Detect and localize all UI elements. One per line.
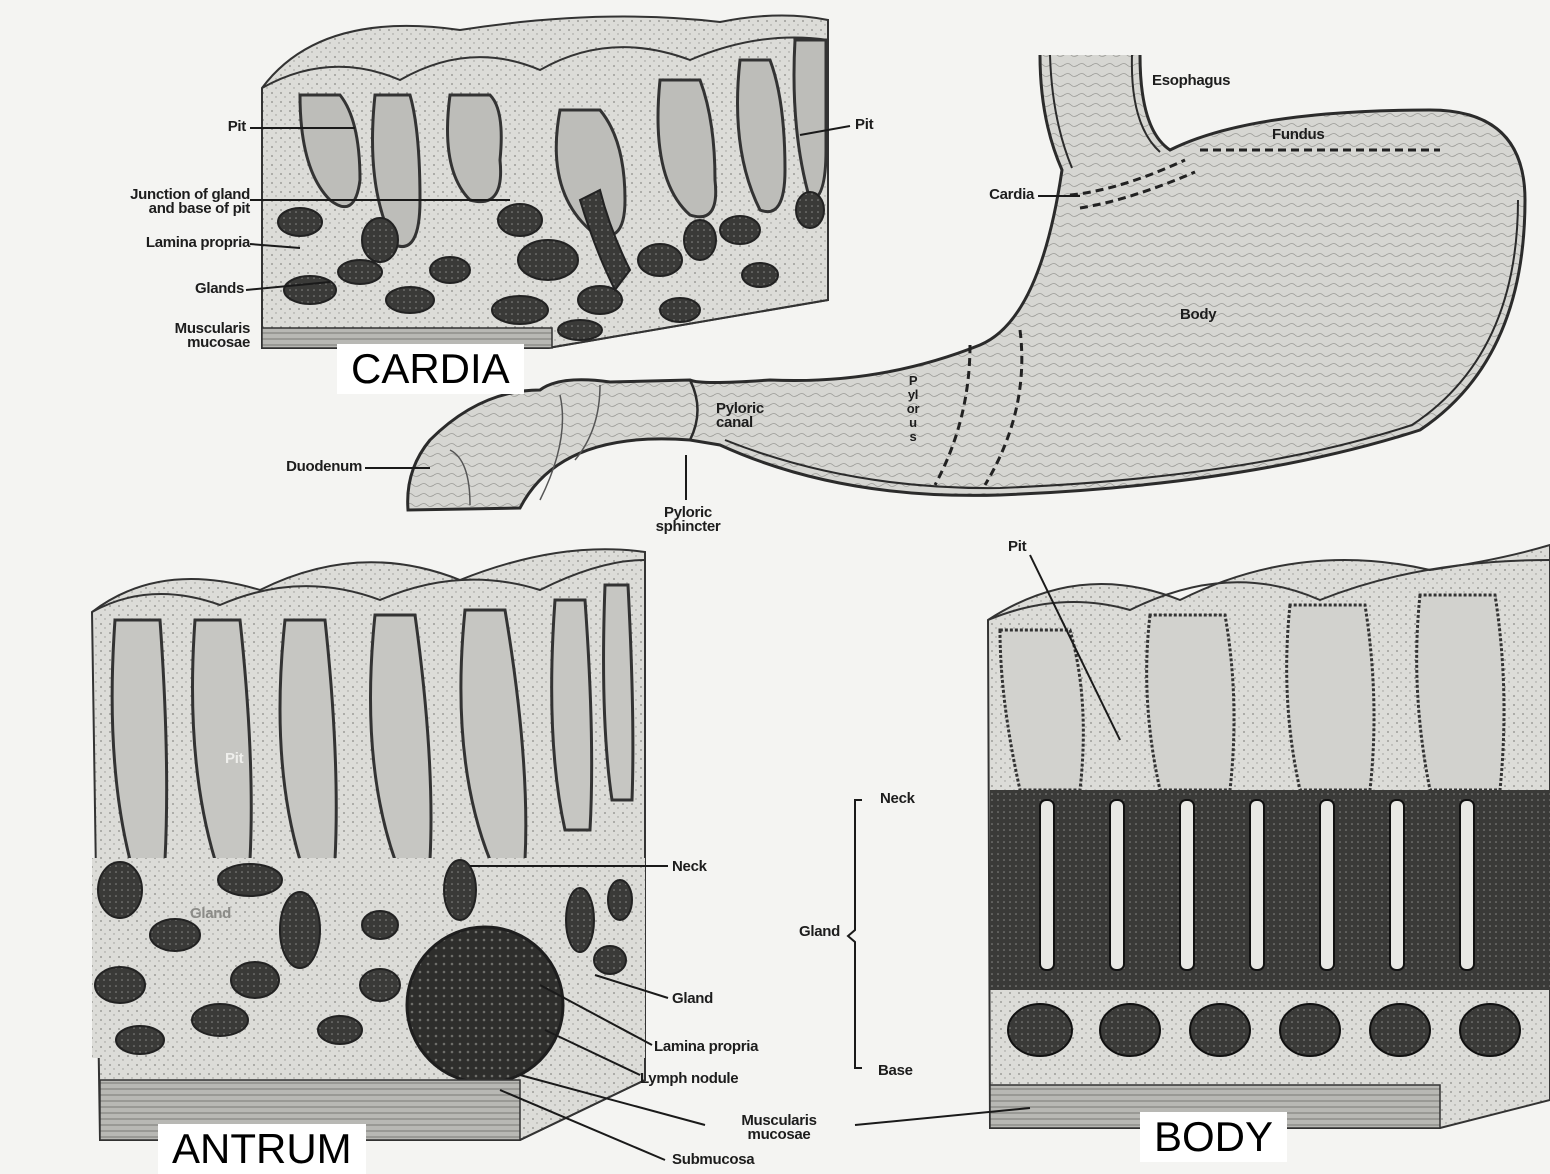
stomach-cardia-label: Cardia [900,188,1034,202]
body-gland-label: Gland [740,925,840,939]
antrum-neck-label: Neck [672,860,707,874]
cardia-glands-label: Glands [100,282,244,296]
submucosa-label: Submucosa [672,1153,754,1167]
body-neck-label: Neck [880,792,915,806]
antrum-tissue-block [92,549,645,1140]
stomach-body-label: Body [1180,308,1216,322]
body-base-label: Base [878,1064,913,1078]
antrum-muscularis-label: Muscularis mucosae [700,1114,858,1142]
esophagus-label: Esophagus [1152,74,1230,88]
lymph-nodule-label: Lymph nodule [640,1072,738,1086]
cardia-tissue-block [262,15,828,348]
pyloric-canal-label: Pyloric canal [716,402,764,430]
antrum-gland-inner-label: Gland [190,907,231,921]
body-pit-label: Pit [1008,540,1026,554]
cardia-junction-label: Junction of gland and base of pit [6,188,250,216]
pylorus-label: Pylorus [906,374,920,444]
cardia-caption: CARDIA [337,344,524,394]
antrum-caption: ANTRUM [158,1124,366,1174]
duodenum-label: Duodenum [200,460,362,474]
body-caption: BODY [1140,1112,1287,1162]
pyloric-sphincter-label: Pyloric sphincter [618,506,758,534]
cardia-lamina-propria-label: Lamina propria [6,236,250,250]
cardia-pit-right-label: Pit [855,118,873,132]
antrum-gland-label: Gland [672,992,713,1006]
body-tissue-block [988,545,1550,1128]
fundus-label: Fundus [1272,128,1324,142]
antrum-pit-label: Pit [225,752,243,766]
cardia-muscularis-label: Muscularis mucosae [60,322,250,350]
antrum-lamina-propria-label: Lamina propria [654,1040,758,1054]
cardia-pit-left-label: Pit [150,120,246,134]
